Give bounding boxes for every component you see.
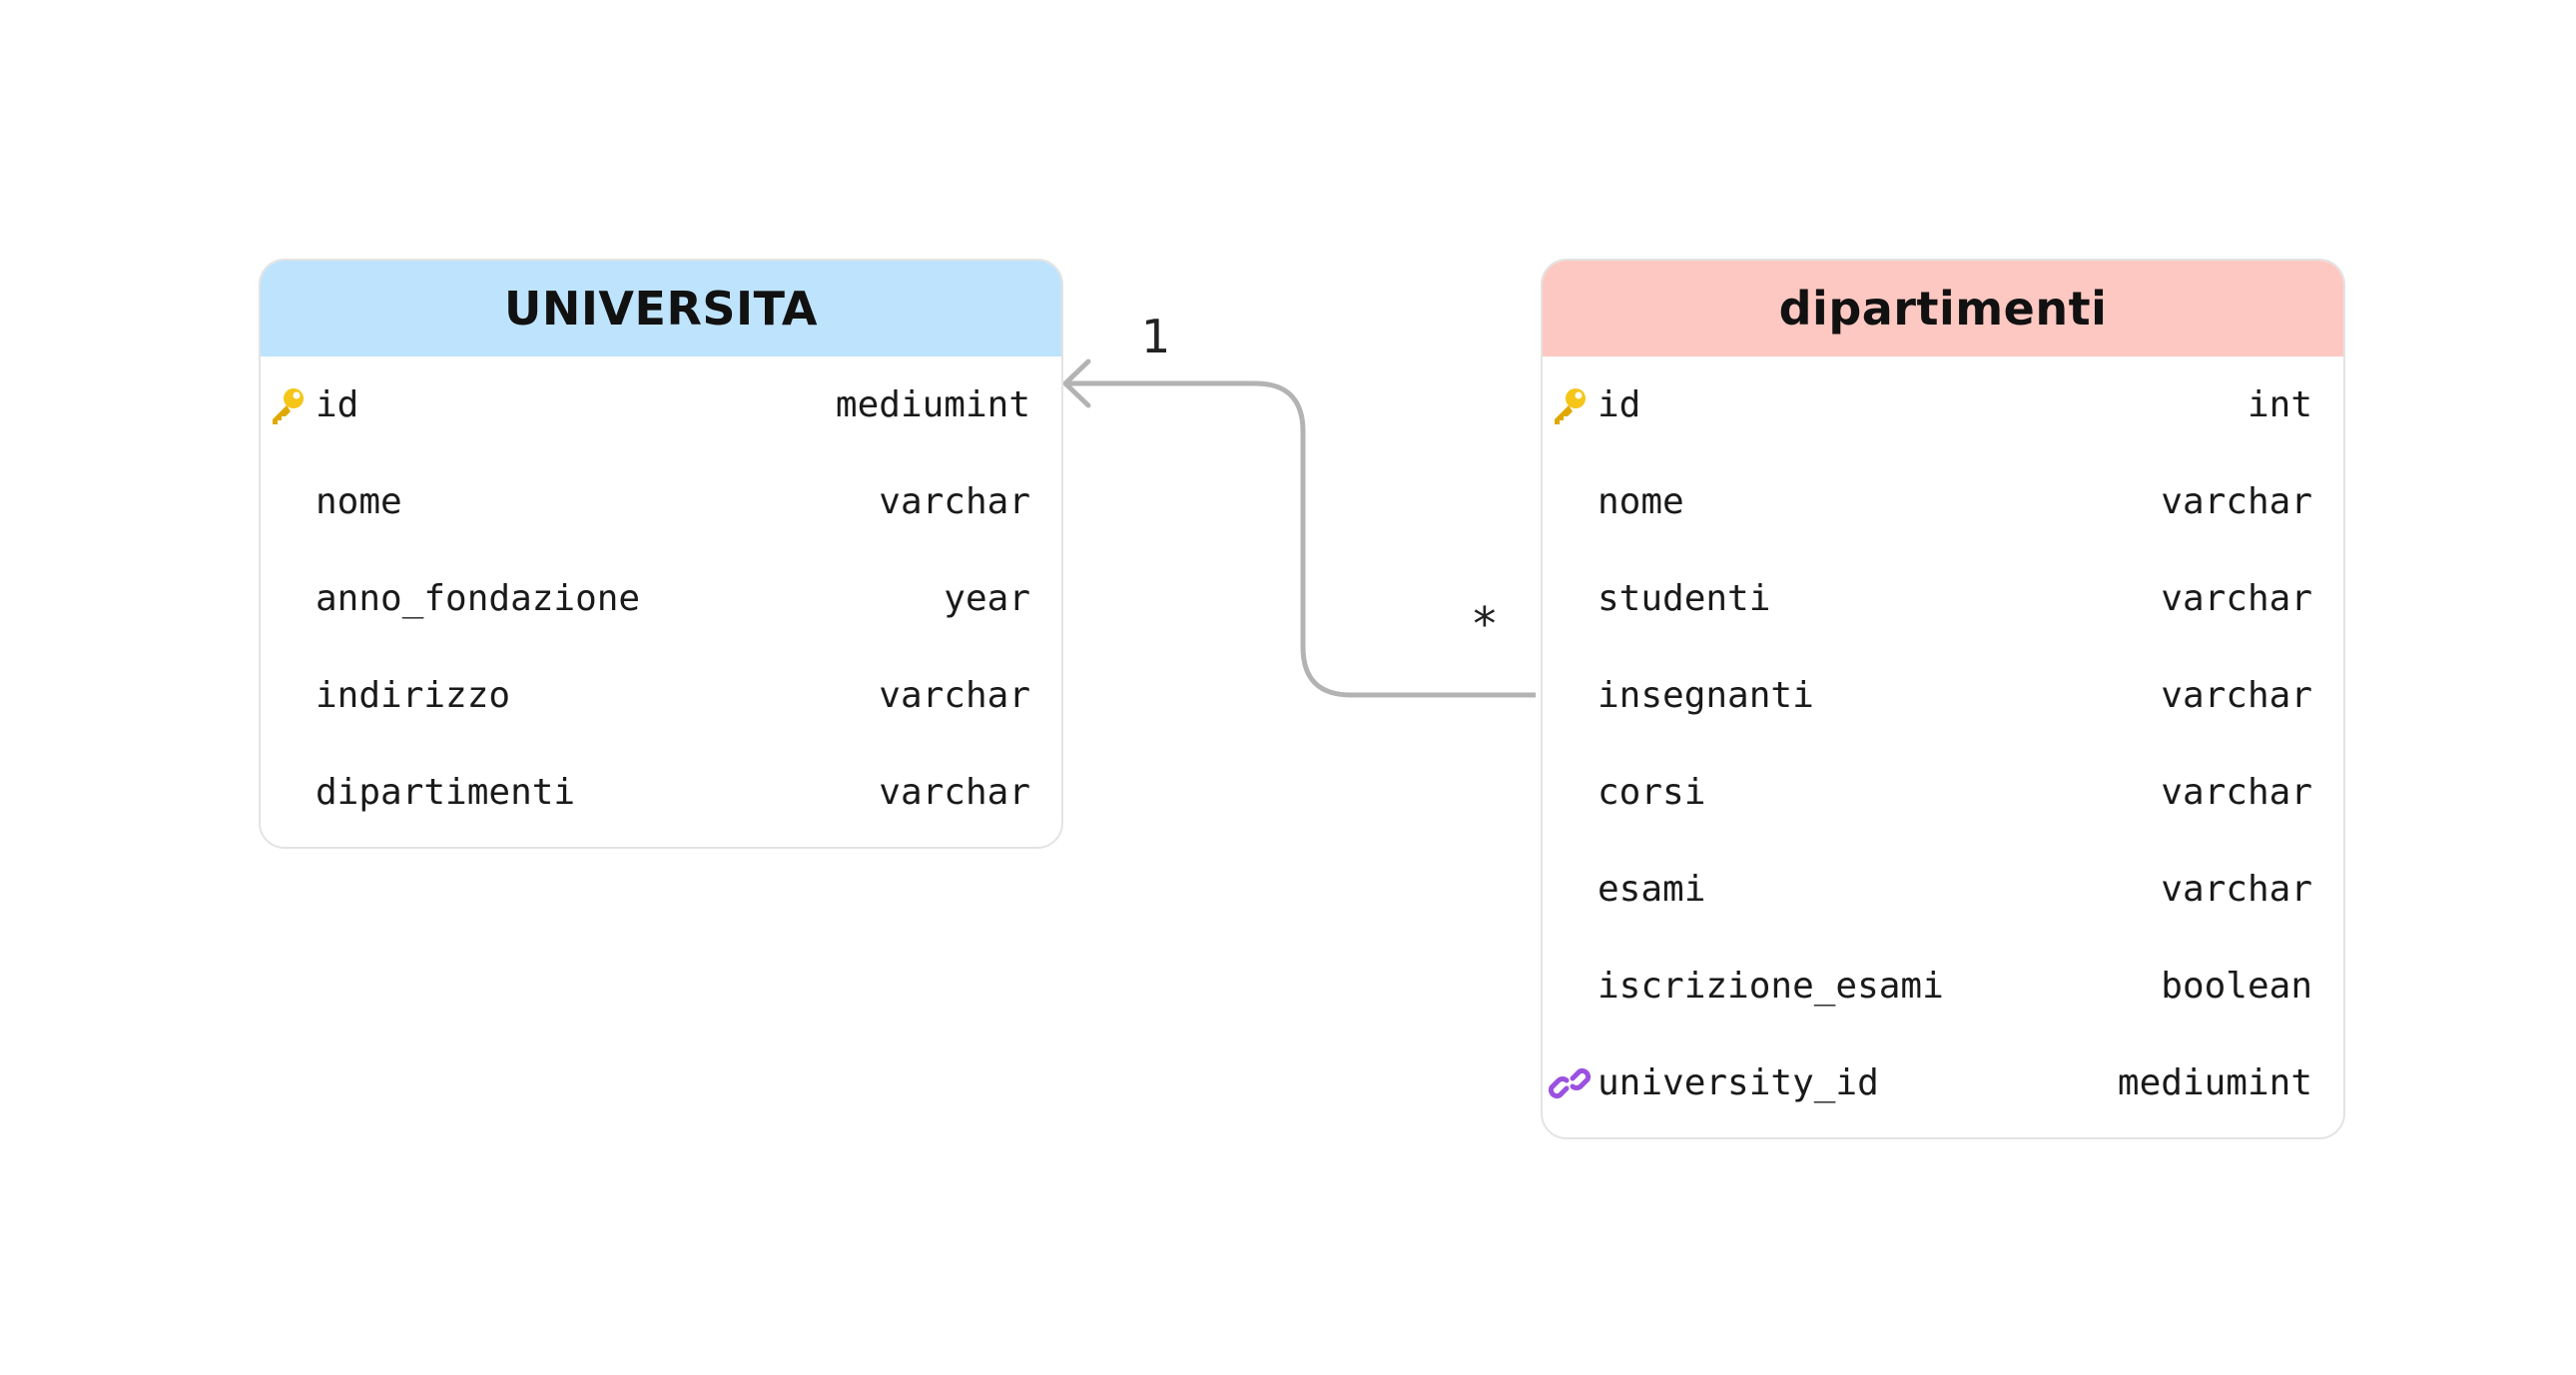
column-type: varchar (2161, 869, 2312, 910)
column-name: studenti (1598, 578, 1771, 619)
column-type: varchar (2161, 578, 2312, 619)
column-type: int (2247, 384, 2312, 425)
column-row[interactable]: id mediumint (261, 356, 1061, 453)
column-type: year (944, 578, 1030, 619)
column-type: varchar (879, 481, 1030, 522)
column-name: nome (1598, 481, 1684, 522)
entity-dipartimenti[interactable]: dipartimenti id int nome varchar student… (1541, 259, 2345, 1139)
key-icon (267, 384, 309, 426)
connector-line[interactable] (1065, 380, 1536, 698)
column-type: boolean (2161, 966, 2312, 1007)
column-type: mediumint (835, 384, 1030, 425)
cardinality-many-label: * (1471, 597, 1499, 651)
column-row[interactable]: corsi varchar (1543, 744, 2343, 841)
entity-header[interactable]: UNIVERSITA (261, 261, 1061, 356)
column-row[interactable]: nome varchar (261, 453, 1061, 550)
column-type: varchar (2161, 675, 2312, 716)
column-name: id (316, 384, 359, 425)
column-name: id (1598, 384, 1641, 425)
column-row[interactable]: dipartimenti varchar (261, 744, 1061, 841)
cardinality-one-label: 1 (1141, 310, 1171, 363)
column-name: nome (316, 481, 402, 522)
column-name: insegnanti (1598, 675, 1814, 716)
column-name: university_id (1598, 1062, 1879, 1103)
key-icon (1549, 384, 1591, 426)
column-name: corsi (1598, 772, 1706, 813)
column-name: indirizzo (316, 675, 511, 716)
column-row[interactable]: id int (1543, 356, 2343, 453)
column-row[interactable]: iscrizione_esami boolean (1543, 938, 2343, 1034)
column-name: esami (1598, 869, 1706, 910)
column-row[interactable]: esami varchar (1543, 841, 2343, 938)
column-row[interactable]: university_id mediumint (1543, 1034, 2343, 1131)
column-type: varchar (879, 772, 1030, 813)
column-row[interactable]: insegnanti varchar (1543, 647, 2343, 744)
column-type: varchar (2161, 481, 2312, 522)
column-row[interactable]: anno_fondazione year (261, 550, 1061, 647)
column-row[interactable]: studenti varchar (1543, 550, 2343, 647)
column-row[interactable]: indirizzo varchar (261, 647, 1061, 744)
column-row[interactable]: nome varchar (1543, 453, 2343, 550)
column-name: iscrizione_esami (1598, 966, 1944, 1007)
column-type: mediumint (2117, 1062, 2312, 1103)
connector-arrowhead-icon (1062, 358, 1091, 408)
entity-universita[interactable]: UNIVERSITA id mediumint nome varchar ann… (259, 259, 1063, 849)
column-type: varchar (879, 675, 1030, 716)
column-name: anno_fondazione (316, 578, 641, 619)
column-type: varchar (2161, 772, 2312, 813)
link-icon (1548, 1062, 1592, 1104)
column-name: dipartimenti (316, 772, 576, 813)
entity-header[interactable]: dipartimenti (1543, 261, 2343, 356)
